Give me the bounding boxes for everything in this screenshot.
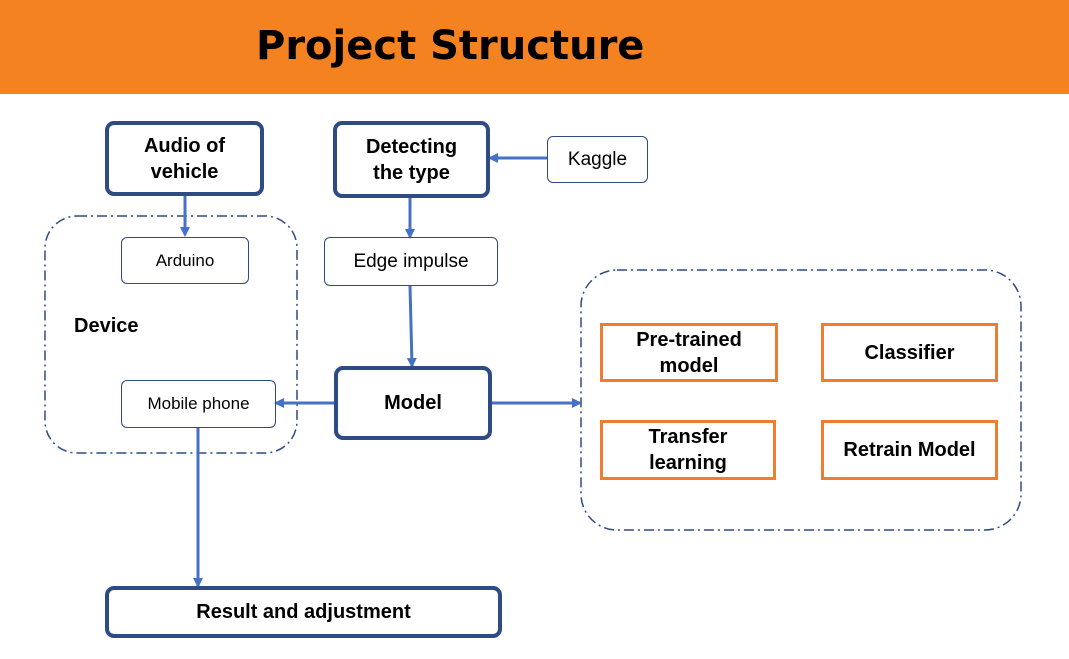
model-techniques-group-outline xyxy=(580,269,1022,531)
node-detecting-the-type: Detecting the type xyxy=(333,121,490,198)
node-model: Model xyxy=(334,366,492,440)
node-transfer-learning: Transfer learning xyxy=(600,420,776,480)
node-retrain-model: Retrain Model xyxy=(821,420,998,480)
node-edge-impulse-label: Edge impulse xyxy=(353,250,469,272)
node-kaggle: Kaggle xyxy=(547,136,648,183)
node-result-and-adjustment-label: Result and adjustment xyxy=(196,601,411,623)
node-pre-trained-model: Pre-trained model xyxy=(600,323,778,382)
node-mobile-phone-label: Mobile phone xyxy=(147,394,250,413)
node-audio-of-vehicle-label: Audio of vehicle xyxy=(143,134,226,183)
device-group-outline xyxy=(44,215,298,454)
arrow-edge-to-model xyxy=(406,285,417,368)
node-transfer-learning-label: Transfer learning xyxy=(648,426,728,474)
node-retrain-model-label: Retrain Model xyxy=(843,439,976,461)
node-kaggle-label: Kaggle xyxy=(567,148,628,170)
device-group-label: Device xyxy=(74,315,139,337)
page-title: Project Structure xyxy=(256,23,645,69)
node-arduino: Arduino xyxy=(121,237,249,284)
node-audio-of-vehicle: Audio of vehicle xyxy=(105,121,264,196)
node-model-label: Model xyxy=(384,392,442,414)
node-edge-impulse: Edge impulse xyxy=(324,237,498,286)
header-bar: Project Structure xyxy=(0,0,1069,94)
node-classifier: Classifier xyxy=(821,323,998,382)
node-pre-trained-model-label: Pre-trained model xyxy=(636,328,742,377)
node-classifier-label: Classifier xyxy=(864,341,955,364)
node-result-and-adjustment: Result and adjustment xyxy=(105,586,502,638)
node-mobile-phone: Mobile phone xyxy=(121,380,276,428)
node-arduino-label: Arduino xyxy=(155,250,215,270)
node-detecting-the-type-label: Detecting the type xyxy=(365,135,458,184)
